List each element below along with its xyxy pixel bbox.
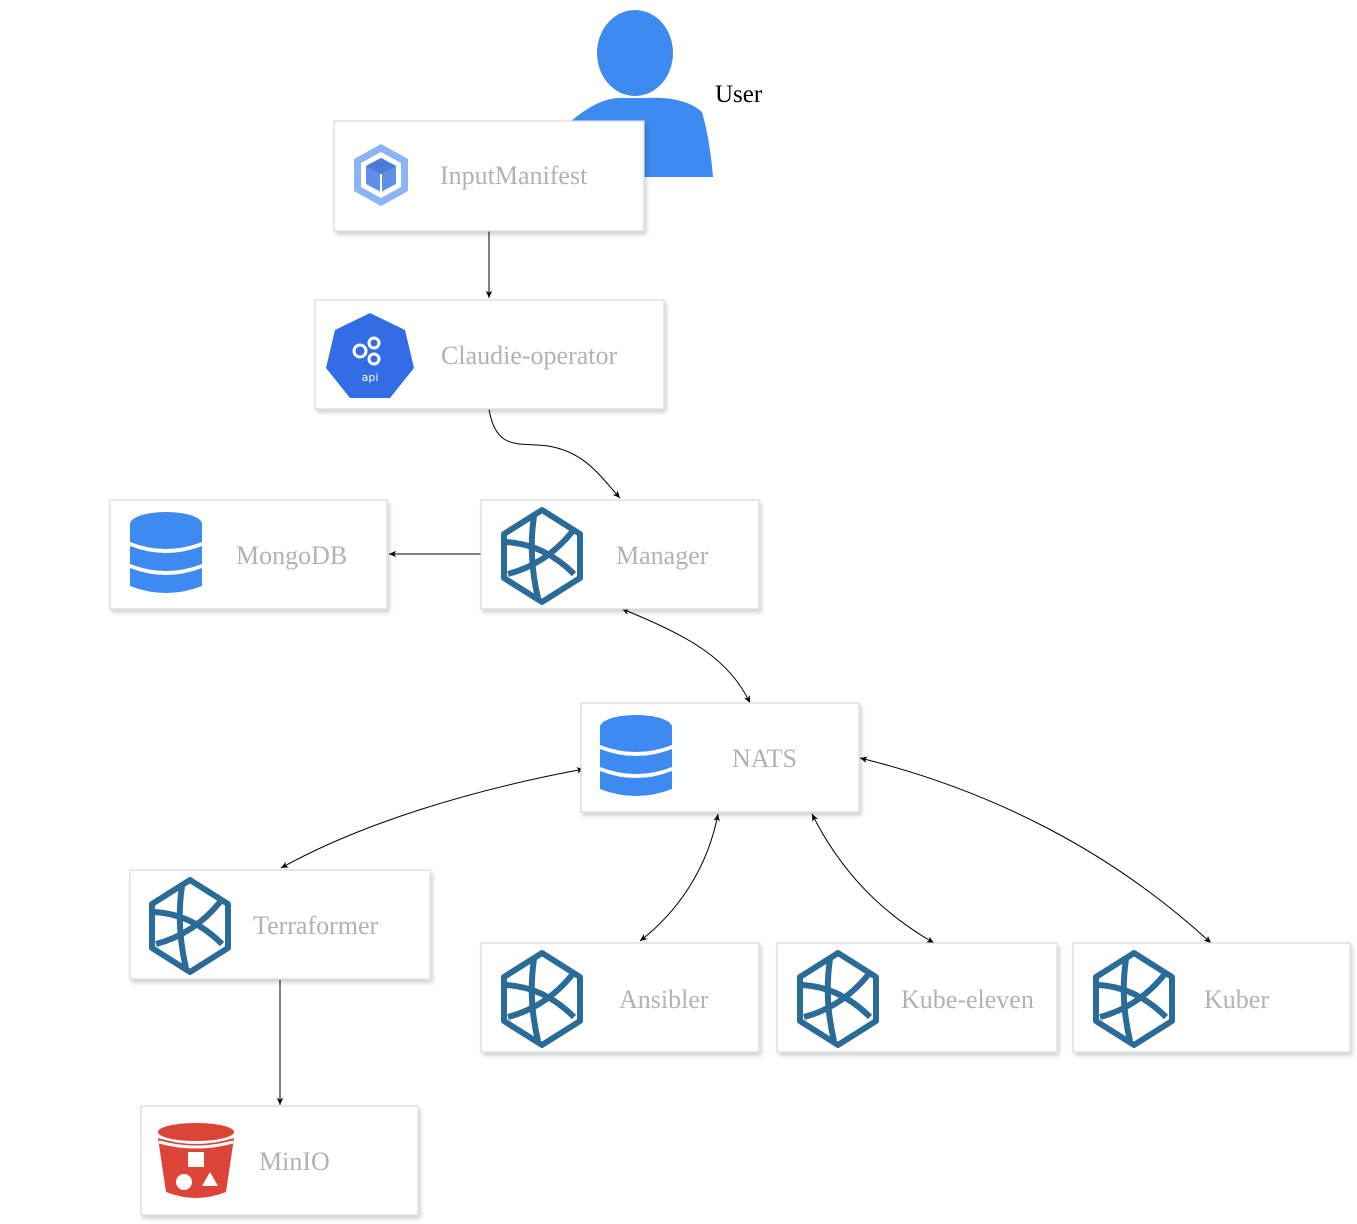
node-minio[interactable]: MinIO <box>140 1105 419 1216</box>
kubernetes-api-icon: api <box>326 313 414 398</box>
node-kuber[interactable]: Kuber <box>1072 942 1351 1053</box>
kube-eleven-label: Kube-eleven <box>901 985 1034 1014</box>
edges <box>276 231 1212 1105</box>
terraformer-label: Terraformer <box>253 911 379 940</box>
kuber-label: Kuber <box>1204 985 1269 1014</box>
node-kube-eleven[interactable]: Kube-eleven <box>776 942 1058 1053</box>
node-terraformer[interactable]: Terraformer <box>129 869 431 980</box>
edge-operator-to-manager <box>488 408 621 499</box>
node-mongodb[interactable]: MongoDB <box>109 499 388 610</box>
storage-bucket-icon <box>158 1123 234 1198</box>
edge-manager-nats <box>621 608 751 704</box>
nats-label: NATS <box>732 744 797 773</box>
mongodb-label: MongoDB <box>236 541 347 570</box>
user-label: User <box>715 81 763 108</box>
svg-text:api: api <box>362 371 379 384</box>
edge-nats-kuber <box>859 756 1212 944</box>
edge-nats-kube-eleven <box>811 813 935 944</box>
claudie-operator-label: Claudie-operator <box>441 341 617 370</box>
edge-nats-ansibler <box>639 813 720 942</box>
node-ansibler[interactable]: Ansibler <box>480 942 760 1053</box>
minio-label: MinIO <box>259 1147 330 1176</box>
node-input-manifest[interactable]: InputManifest <box>333 120 645 232</box>
manager-label: Manager <box>616 541 709 570</box>
cube-hexagon-icon <box>354 144 408 206</box>
node-manager[interactable]: Manager <box>480 499 760 610</box>
node-claudie-operator[interactable]: api Claudie-operator <box>314 299 665 410</box>
node-nats[interactable]: NATS <box>580 702 860 813</box>
input-manifest-label: InputManifest <box>440 161 588 190</box>
edge-nats-terraformer <box>280 767 585 869</box>
ansibler-label: Ansibler <box>619 985 709 1014</box>
